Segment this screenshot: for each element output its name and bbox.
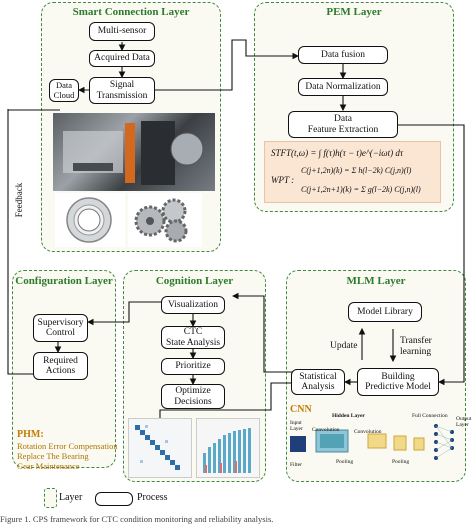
legend-layer-label: Layer [59, 492, 83, 503]
mlm-title: MLM Layer [346, 275, 406, 287]
ctc-state-analysis-box: CTC State Analysis [161, 326, 225, 349]
spindle-photo [53, 113, 215, 191]
configuration-title: Configuration Layer [15, 275, 113, 287]
prioritize-box: Prioritize [161, 358, 225, 375]
signal-transmission-box: Signal Transmission [89, 77, 155, 104]
figure-caption: Figure 1. CPS framework for CTC conditio… [0, 514, 274, 524]
cnn-input-label: Input Layer [290, 420, 303, 432]
bearing-image [55, 193, 125, 247]
acquired-data-box: Acquired Data [89, 50, 155, 67]
optimize-decisions-box: Optimize Decisions [161, 384, 225, 409]
cnn-pooling-label: Pooling [392, 459, 410, 465]
multi-sensor-box: Multi-sensor [89, 22, 155, 41]
cnn-diagram [288, 414, 464, 476]
phm-item: Gear Maintenance [17, 461, 80, 471]
wpt-formula-2: C(j+1,2n+1)(k) = Σ g(l−2k) C(j,n)(l) [301, 185, 421, 194]
smart-connection-title: Smart Connection Layer [72, 6, 190, 18]
pem-title: PEM Layer [326, 6, 382, 18]
building-predictive-model-box: Building Predictive Model [357, 368, 439, 396]
cnn-title: CNN [290, 404, 312, 415]
legend-process-icon [95, 492, 133, 506]
statistical-analysis-box: Statistical Analysis [291, 369, 345, 395]
cnn-full-connection-label: Full Connection [412, 413, 448, 419]
cnn-pooling-label: Pooling [336, 459, 354, 465]
visualization-box: Visualization [161, 296, 225, 314]
formula-panel: STFT(t,ω) = ∫ f(τ)h(τ − t)e^(−iωt) dτ WP… [264, 141, 441, 203]
data-cloud-box: Data Cloud [49, 79, 79, 102]
supervisory-control-box: Supervisory Control [33, 314, 88, 342]
feature-extraction-box: Data Feature Extraction [288, 111, 398, 138]
cnn-convolution-label: Convolution [354, 429, 382, 435]
confusion-matrix-image [128, 418, 192, 478]
wpt-formula-1: C(j+1,2n)(k) = Σ h(l−2k) C(j,n)(l) [301, 166, 412, 175]
gears-image [128, 193, 202, 247]
data-normalization-box: Data Normalization [298, 78, 388, 96]
cnn-output-label: Output Layer [456, 416, 472, 428]
phm-title: PHM: [17, 429, 44, 440]
stft-formula: STFT(t,ω) = ∫ f(τ)h(τ − t)e^(−iωt) dτ [271, 148, 404, 158]
cnn-convolution-label: Convolution [312, 427, 340, 433]
wpt-label: WPT : [271, 175, 295, 185]
phm-item: Replace The Bearing [17, 451, 89, 461]
phm-item: Rotation Error Compensation [17, 441, 118, 451]
model-library-box: Model Library [348, 302, 422, 322]
required-actions-box: Required Actions [33, 352, 88, 380]
transfer-learning-label: Transfer learning [400, 336, 432, 357]
update-label: Update [330, 341, 358, 351]
legend-process-label: Process [137, 492, 168, 503]
cognition-title: Cognition Layer [155, 275, 234, 287]
data-fusion-box: Data fusion [298, 46, 388, 64]
cnn-filter-label: Filter [290, 462, 302, 468]
feedback-label: Feedback [14, 182, 24, 218]
accuracy-bar-image [196, 418, 260, 478]
legend-layer-icon [44, 488, 57, 508]
cnn-hidden-label: Hidden Layer [332, 413, 365, 419]
